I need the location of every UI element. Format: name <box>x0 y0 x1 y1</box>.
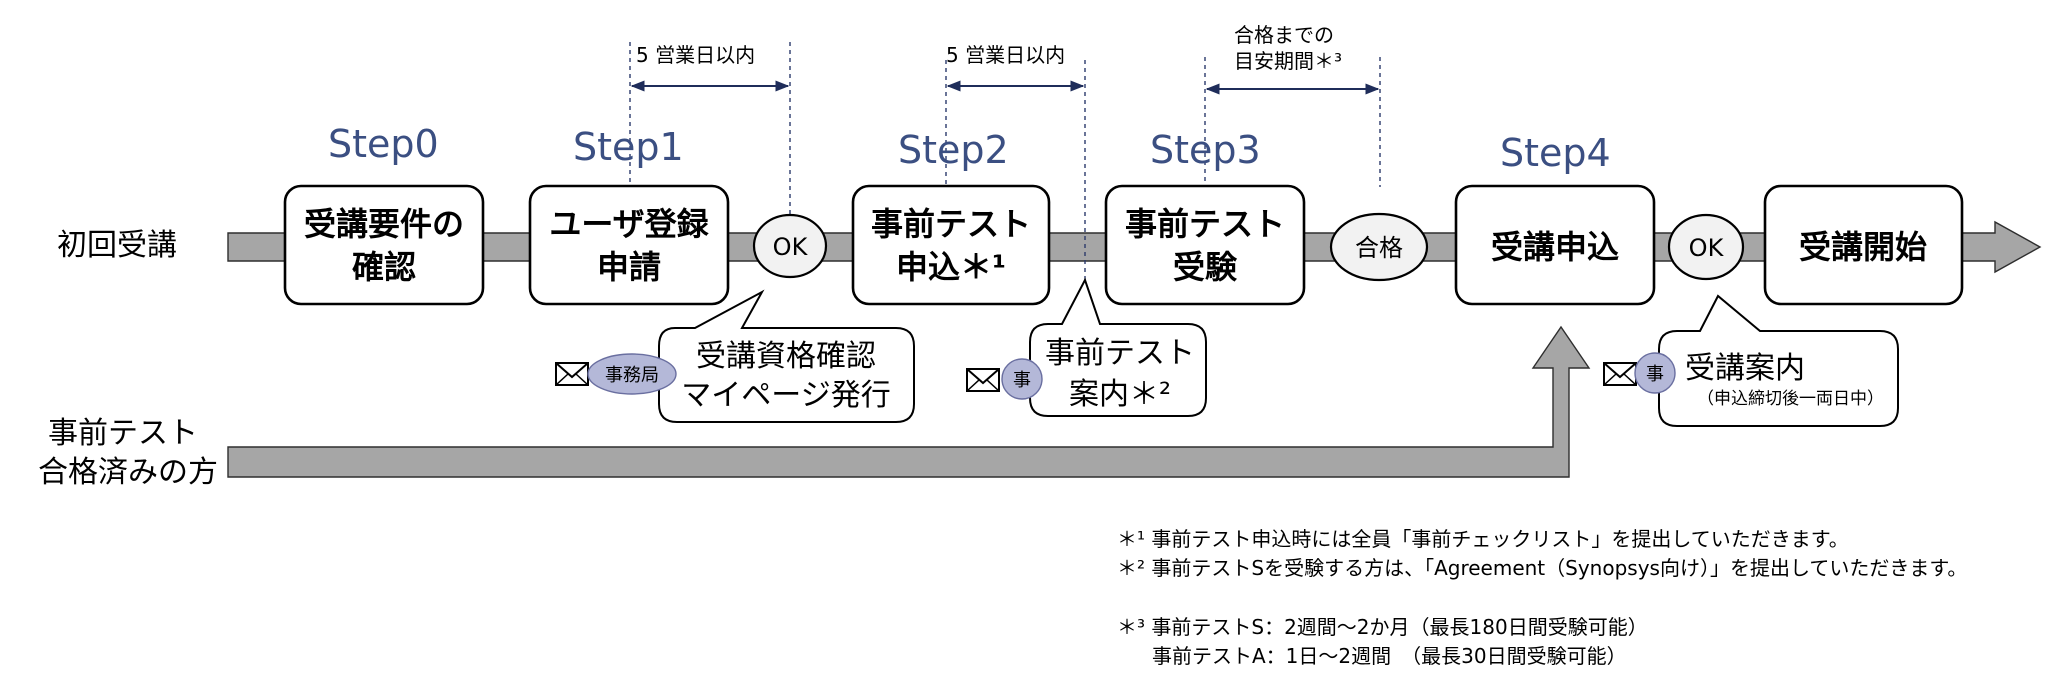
notice-pretest-line1: 事前テスト <box>1045 336 1195 371</box>
duration-3-label-line1: 合格までの <box>1234 23 1334 47</box>
box-pretest-exam-line1: 事前テスト <box>1125 205 1285 243</box>
box-pretest-apply: 事前テスト 申込＊¹ <box>851 184 1051 306</box>
footnote-2: ＊² 事前テストSを受験する方は、「Agreement（Synopsys向け）」… <box>1117 556 1967 580</box>
mail-icon <box>1603 362 1637 386</box>
footnotes: ＊¹ 事前テスト申込時には全員「事前チェックリスト」を提出していただきます。 ＊… <box>1117 527 1967 668</box>
row-label-passed-line1: 事前テスト <box>48 416 198 451</box>
callout-bubble <box>658 289 915 423</box>
oval-ok-2: OK <box>1667 213 1745 281</box>
box-registration-line2: 申請 <box>597 248 661 286</box>
sender-chip <box>1634 352 1676 394</box>
step1-label: Step1 <box>573 125 684 169</box>
box-registration: ユーザ登録 申請 <box>528 184 730 306</box>
box-course-apply-label: 受講申込 <box>1491 228 1619 266</box>
mail-icon <box>555 362 589 386</box>
oval-ok-1-label: OK <box>773 233 809 261</box>
box-requirements-line2: 確認 <box>352 248 416 286</box>
notice-qualification: 事務局 受講資格確認 マイページ発行 <box>555 289 915 423</box>
oval-pass-label: 合格 <box>1355 234 1403 262</box>
duration-1-label: 5 営業日以内 <box>636 43 755 67</box>
footnote-4: 事前テストA：1日～2週間 （最長30日間受験可能） <box>1152 644 1627 668</box>
row-label-passed-line2: 合格済みの方 <box>38 455 218 490</box>
notice-course-line1: 受講案内 <box>1685 351 1805 386</box>
sender-chip <box>587 353 677 395</box>
footnote-1: ＊¹ 事前テスト申込時には全員「事前チェックリスト」を提出していただきます。 <box>1117 527 1849 551</box>
notice-course: 事 受講案内 （申込締切後一両日中） <box>1603 294 1899 427</box>
box-course-start-label: 受講開始 <box>1799 228 1927 266</box>
box-requirements-line1: 受講要件の <box>304 205 464 243</box>
box-course-apply: 受講申込 <box>1454 184 1656 306</box>
step3-label: Step3 <box>1150 128 1261 172</box>
box-pretest-exam-line2: 受験 <box>1173 248 1238 286</box>
notice-pretest-line2: 案内＊² <box>1069 377 1171 412</box>
mail-icon <box>966 368 1000 392</box>
step0-label: Step0 <box>328 122 439 166</box>
guide-lines <box>629 42 1381 290</box>
sender-chip-label: 事務局 <box>605 365 659 386</box>
footnote-3: ＊³ 事前テストS：2週間～2か月（最長180日間受験可能） <box>1117 615 1648 639</box>
notice-qualification-line1: 受講資格確認 <box>696 339 876 374</box>
box-requirements: 受講要件の 確認 <box>283 184 485 306</box>
box-registration-line1: ユーザ登録 <box>549 205 709 243</box>
box-pretest-exam: 事前テスト 受験 <box>1104 184 1306 306</box>
row-label-first-time: 初回受講 <box>57 228 177 263</box>
passed-route-arrow <box>227 325 1591 478</box>
box-course-start: 受講開始 <box>1763 184 1964 306</box>
notice-qualification-line2: マイページ発行 <box>681 378 890 413</box>
callout-bubble <box>1658 294 1899 427</box>
duration-3-label-line2: 目安期間＊³ <box>1234 49 1342 73</box>
oval-ok-2-label: OK <box>1689 234 1725 262</box>
duration-3: 合格までの 目安期間＊³ <box>1205 23 1380 95</box>
duration-2: 5 営業日以内 <box>946 43 1085 92</box>
sender-chip-label: 事 <box>1013 370 1031 391</box>
sender-chip <box>1001 358 1043 400</box>
oval-pass: 合格 <box>1329 212 1429 282</box>
step4-label: Step4 <box>1500 131 1611 175</box>
step2-label: Step2 <box>898 128 1009 172</box>
sender-chip-label: 事 <box>1646 364 1664 385</box>
callout-bubble <box>1029 277 1207 417</box>
box-pretest-apply-line2: 申込＊¹ <box>896 248 1006 286</box>
oval-ok-1: OK <box>752 213 828 279</box>
notice-pretest: 事 事前テスト 案内＊² <box>966 277 1207 417</box>
notice-course-line2: （申込締切後一両日中） <box>1697 389 1884 409</box>
duration-1: 5 営業日以内 <box>630 43 790 92</box>
duration-2-label: 5 営業日以内 <box>946 43 1065 67</box>
box-pretest-apply-line1: 事前テスト <box>871 205 1031 243</box>
